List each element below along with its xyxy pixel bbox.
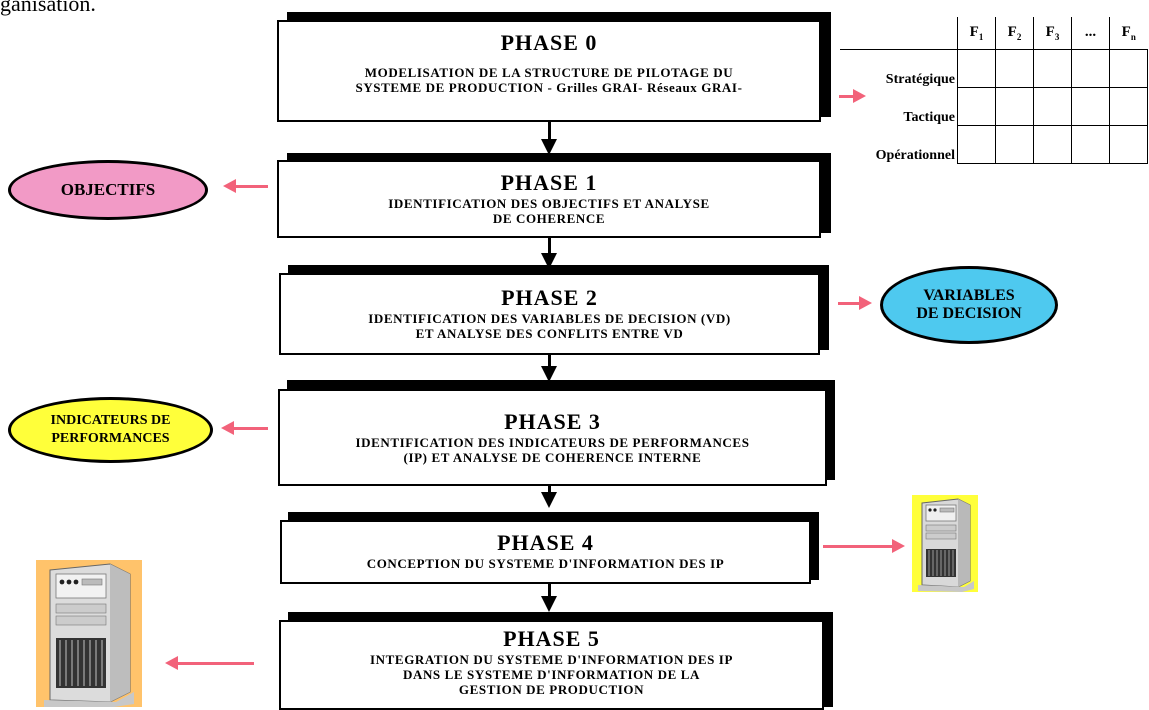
computer-tower-icon	[36, 560, 142, 707]
left-arrow-icon	[221, 421, 234, 435]
grid-cell	[995, 49, 1034, 88]
grid-cell	[1071, 125, 1110, 164]
grid-cell	[995, 125, 1034, 164]
left-arrow-icon	[165, 656, 178, 670]
grid-cell	[1071, 87, 1110, 126]
connector-line	[548, 350, 551, 368]
arrow-line	[236, 185, 268, 188]
grid-cell	[957, 49, 996, 88]
connector-line	[548, 480, 551, 494]
phase-3-line: IDENTIFICATION DES INDICATEURS DE PERFOR…	[355, 435, 750, 450]
grid-row-label: Opérationnel	[875, 147, 955, 163]
grid-cell	[1033, 87, 1072, 126]
phase-1-line: DE COHERENCE	[492, 211, 606, 226]
grid-cell	[957, 87, 996, 126]
grid-col-header: ...	[1071, 17, 1110, 50]
phase-2-line: IDENTIFICATION DES VARIABLES DE DECISION…	[368, 311, 731, 326]
grid-cell	[995, 87, 1034, 126]
connector-line	[548, 580, 551, 598]
grid-col-header: F2	[995, 17, 1034, 50]
arrow-line	[838, 302, 860, 305]
oval-label: PERFORMANCES	[51, 431, 170, 446]
connector-line	[548, 117, 551, 141]
grid-col-header: F3	[1033, 17, 1072, 50]
oval-label: INDICATEURS DE	[50, 413, 171, 428]
phase-4-title: PHASE 4	[497, 530, 594, 555]
right-arrow-icon	[859, 296, 872, 310]
grid-row-label: Tactique	[903, 109, 955, 125]
variables-oval: VARIABLES DE DECISION	[880, 266, 1058, 344]
oval-label: VARIABLES	[923, 287, 1015, 304]
phase-2-box: PHASE 2 IDENTIFICATION DES VARIABLES DE …	[279, 273, 820, 355]
arrow-line	[823, 545, 893, 548]
grid-cell	[1033, 125, 1072, 164]
phase-5-line: GESTION DE PRODUCTION	[458, 682, 645, 697]
down-arrow-icon	[541, 596, 557, 612]
phase-5-title: PHASE 5	[503, 626, 600, 651]
phase-3-box: PHASE 3 IDENTIFICATION DES INDICATEURS D…	[278, 389, 827, 486]
oval-label: OBJECTIFS	[60, 180, 156, 199]
right-arrow-icon	[892, 539, 905, 553]
grid-cell	[1109, 87, 1148, 126]
arrow-line	[178, 662, 254, 665]
phase-5-line: INTEGRATION DU SYSTEME D'INFORMATION DES…	[370, 652, 733, 667]
phase-1-title: PHASE 1	[500, 170, 598, 195]
phase-0-line: SYSTEME DE PRODUCTION - Grilles GRAI- Ré…	[355, 80, 743, 95]
down-arrow-icon	[541, 492, 557, 508]
grid-corner	[840, 17, 958, 50]
arrow-line	[234, 427, 268, 430]
phase-0-title: PHASE 0	[500, 30, 598, 55]
grid-row-label: Stratégique	[885, 71, 955, 87]
phase-3-line: (IP) ET ANALYSE DE COHERENCE INTERNE	[403, 450, 702, 465]
computer-tower-icon	[912, 495, 978, 592]
grid-cell	[957, 125, 996, 164]
phase-2-title: PHASE 2	[501, 285, 598, 310]
objectifs-oval: OBJECTIFS	[8, 160, 208, 220]
phase-1-box: PHASE 1 IDENTIFICATION DES OBJECTIFS ET …	[277, 160, 821, 238]
down-arrow-icon	[541, 366, 557, 382]
phase-5-box: PHASE 5 INTEGRATION DU SYSTEME D'INFORMA…	[279, 620, 824, 710]
phase-5-line: DANS LE SYSTEME D'INFORMATION DE LA	[402, 667, 701, 682]
connector-line	[548, 232, 551, 255]
phase-0-box: PHASE 0 MODELISATION DE LA STRUCTURE DE …	[277, 20, 821, 122]
down-arrow-icon	[541, 139, 557, 155]
phase-4-line: CONCEPTION DU SYSTEME D'INFORMATION DES …	[366, 556, 725, 571]
grid-cell	[1033, 49, 1072, 88]
arrow-line	[839, 95, 853, 98]
phase-4-box: PHASE 4 CONCEPTION DU SYSTEME D'INFORMAT…	[280, 520, 811, 584]
grid-cell	[1071, 49, 1110, 88]
phase-0-line: MODELISATION DE LA STRUCTURE DE PILOTAGE…	[364, 65, 734, 80]
right-arrow-icon	[853, 89, 866, 103]
phase-1-line: IDENTIFICATION DES OBJECTIFS ET ANALYSE	[388, 196, 710, 211]
oval-label: DE DECISION	[916, 305, 1022, 322]
grid-cell	[1109, 49, 1148, 88]
header-fragment: ganisation.	[0, 0, 96, 16]
grai-grid: F1 F2 F3 ... Fn Stratégique Tactique Opé…	[840, 17, 1148, 164]
indicateurs-oval: INDICATEURS DE PERFORMANCES	[8, 397, 213, 463]
grid-col-header: Fn	[1109, 17, 1148, 50]
grid-col-header: F1	[957, 17, 996, 50]
left-arrow-icon	[223, 179, 236, 193]
phase-3-title: PHASE 3	[504, 409, 601, 434]
phase-2-line: ET ANALYSE DES CONFLITS ENTRE VD	[415, 326, 684, 341]
grid-cell	[1109, 125, 1148, 164]
